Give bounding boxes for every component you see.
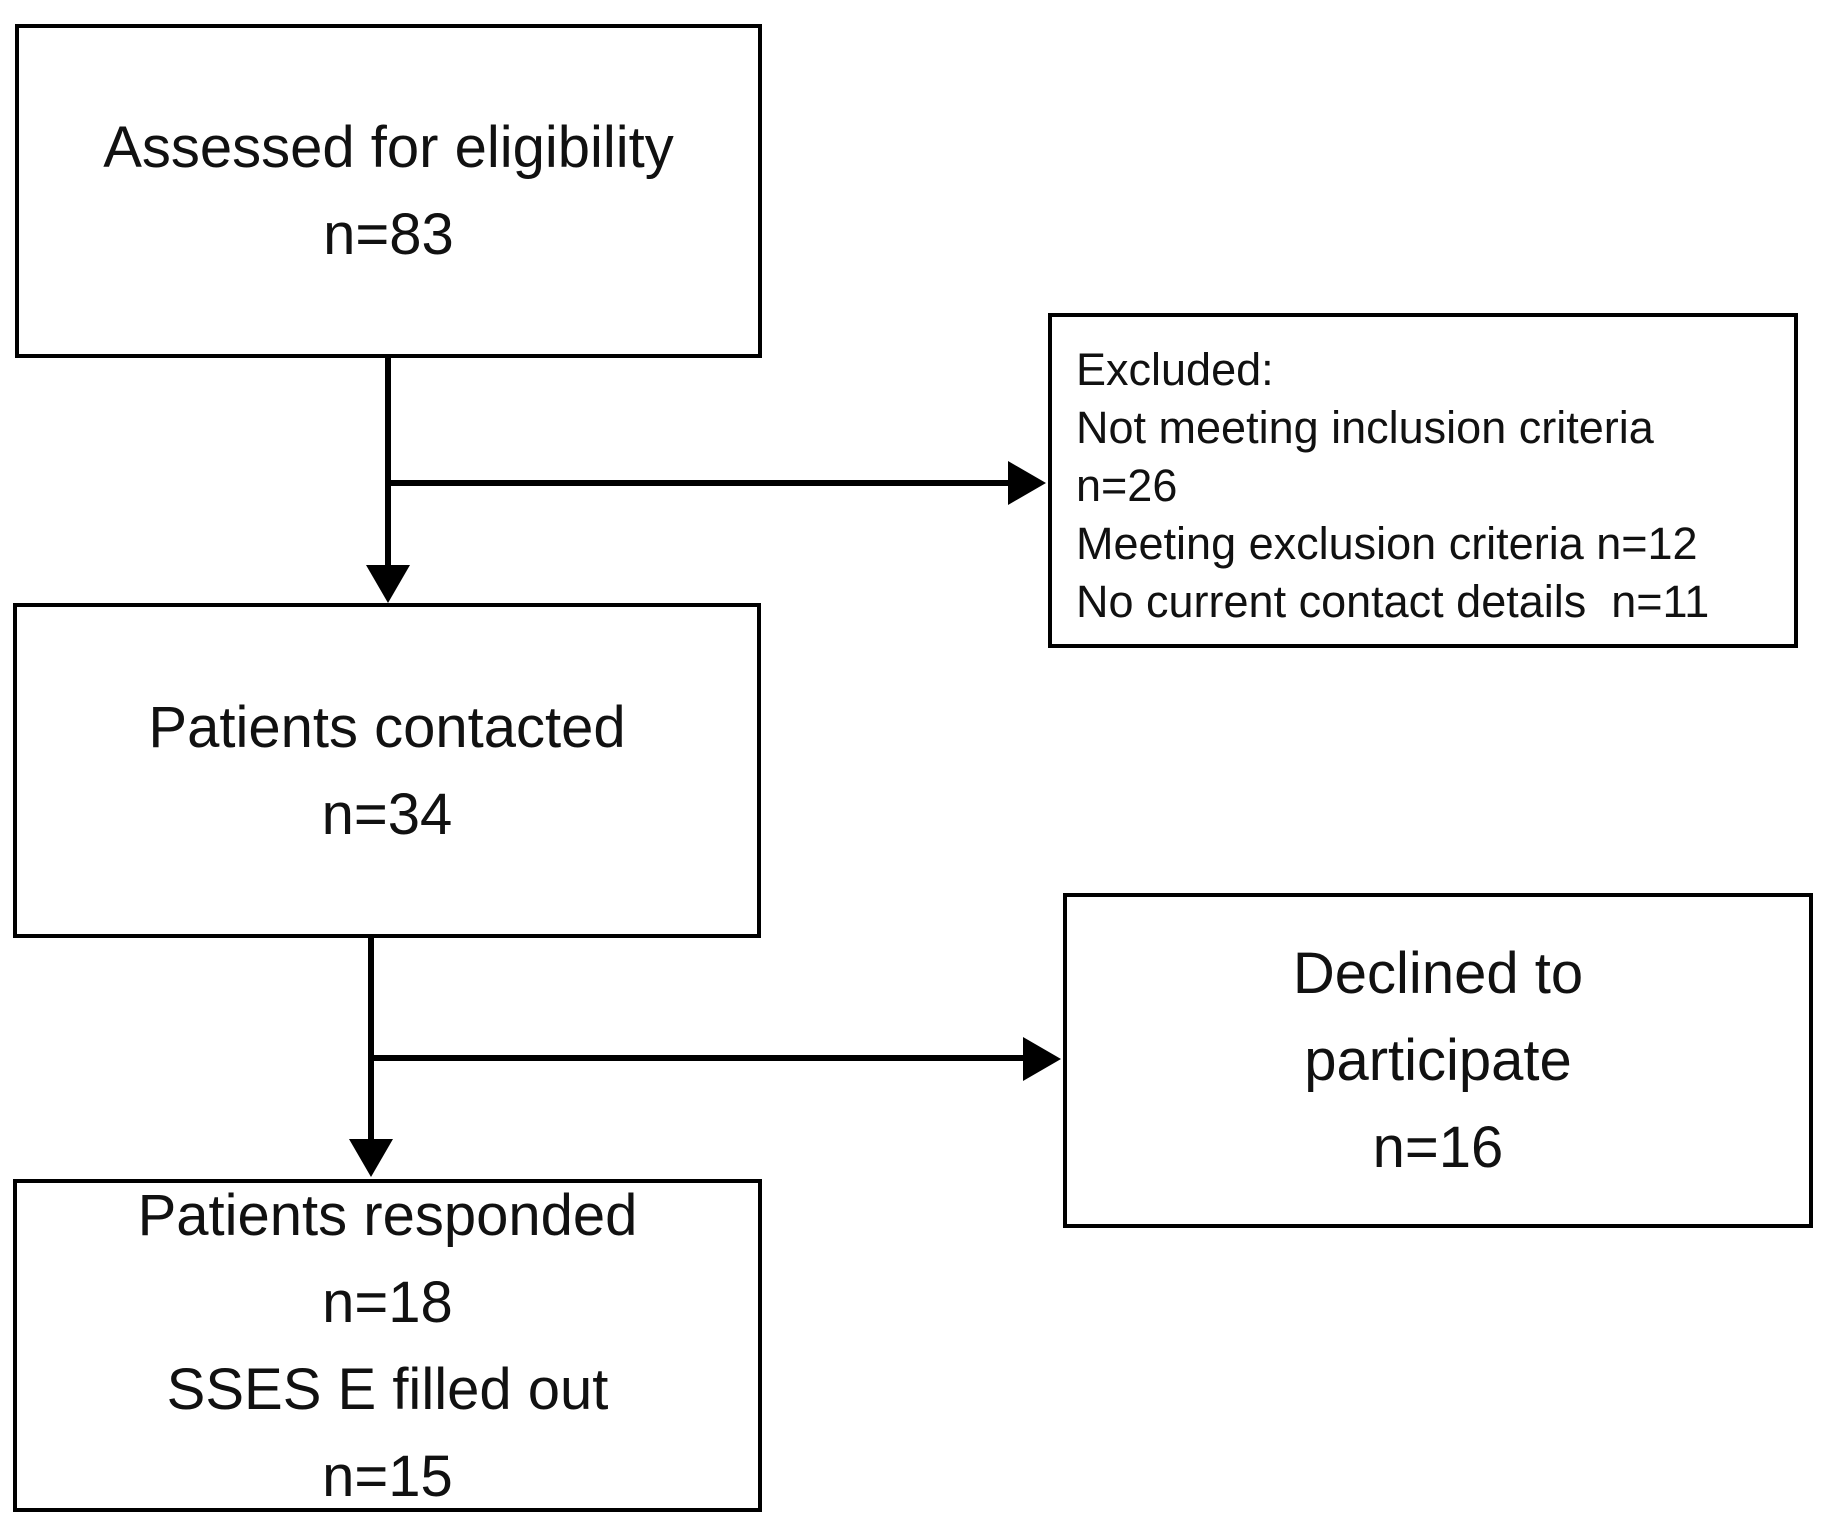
excluded-reason-inclusion: Not meeting inclusion criteria bbox=[1076, 401, 1654, 453]
declined-label-line-1: Declined to bbox=[1292, 941, 1584, 1006]
arrow-right-head-icon bbox=[1023, 1037, 1061, 1081]
sses-count: n=15 bbox=[322, 1443, 453, 1509]
arrow-down-head-icon bbox=[366, 565, 410, 603]
responded-label: Patients responded bbox=[137, 1182, 638, 1248]
excluded-heading: Excluded: bbox=[1076, 343, 1274, 395]
responded-box: Patients responded n=18 SSES E filled ou… bbox=[13, 1179, 762, 1512]
contacted-count: n=34 bbox=[321, 781, 453, 847]
arrow-line bbox=[368, 1055, 1027, 1061]
excluded-box: Excluded: Not meeting inclusion criteria… bbox=[1048, 313, 1798, 648]
declined-box: Declined to participate n=16 bbox=[1063, 893, 1813, 1228]
declined-count: n=16 bbox=[1372, 1115, 1504, 1180]
arrow-right-head-icon bbox=[1008, 461, 1046, 505]
contacted-box: Patients contacted n=34 bbox=[13, 603, 761, 938]
arrow-line bbox=[385, 358, 391, 570]
excluded-reason-no-contact: No current contact details n=11 bbox=[1076, 575, 1710, 627]
arrow-down-head-icon bbox=[349, 1139, 393, 1177]
arrow-line bbox=[385, 480, 1012, 486]
arrow-line bbox=[368, 938, 374, 1144]
sses-label: SSES E filled out bbox=[166, 1356, 609, 1422]
contacted-label: Patients contacted bbox=[148, 694, 626, 760]
excluded-reason-exclusion: Meeting exclusion criteria n=12 bbox=[1076, 517, 1698, 569]
assessed-count: n=83 bbox=[323, 202, 454, 267]
responded-count: n=18 bbox=[322, 1269, 453, 1335]
assessed-box: Assessed for eligibility n=83 bbox=[15, 24, 762, 358]
assessed-label: Assessed for eligibility bbox=[103, 115, 674, 180]
declined-label-line-2: participate bbox=[1304, 1028, 1572, 1093]
excluded-reason-inclusion-count: n=26 bbox=[1076, 459, 1178, 511]
